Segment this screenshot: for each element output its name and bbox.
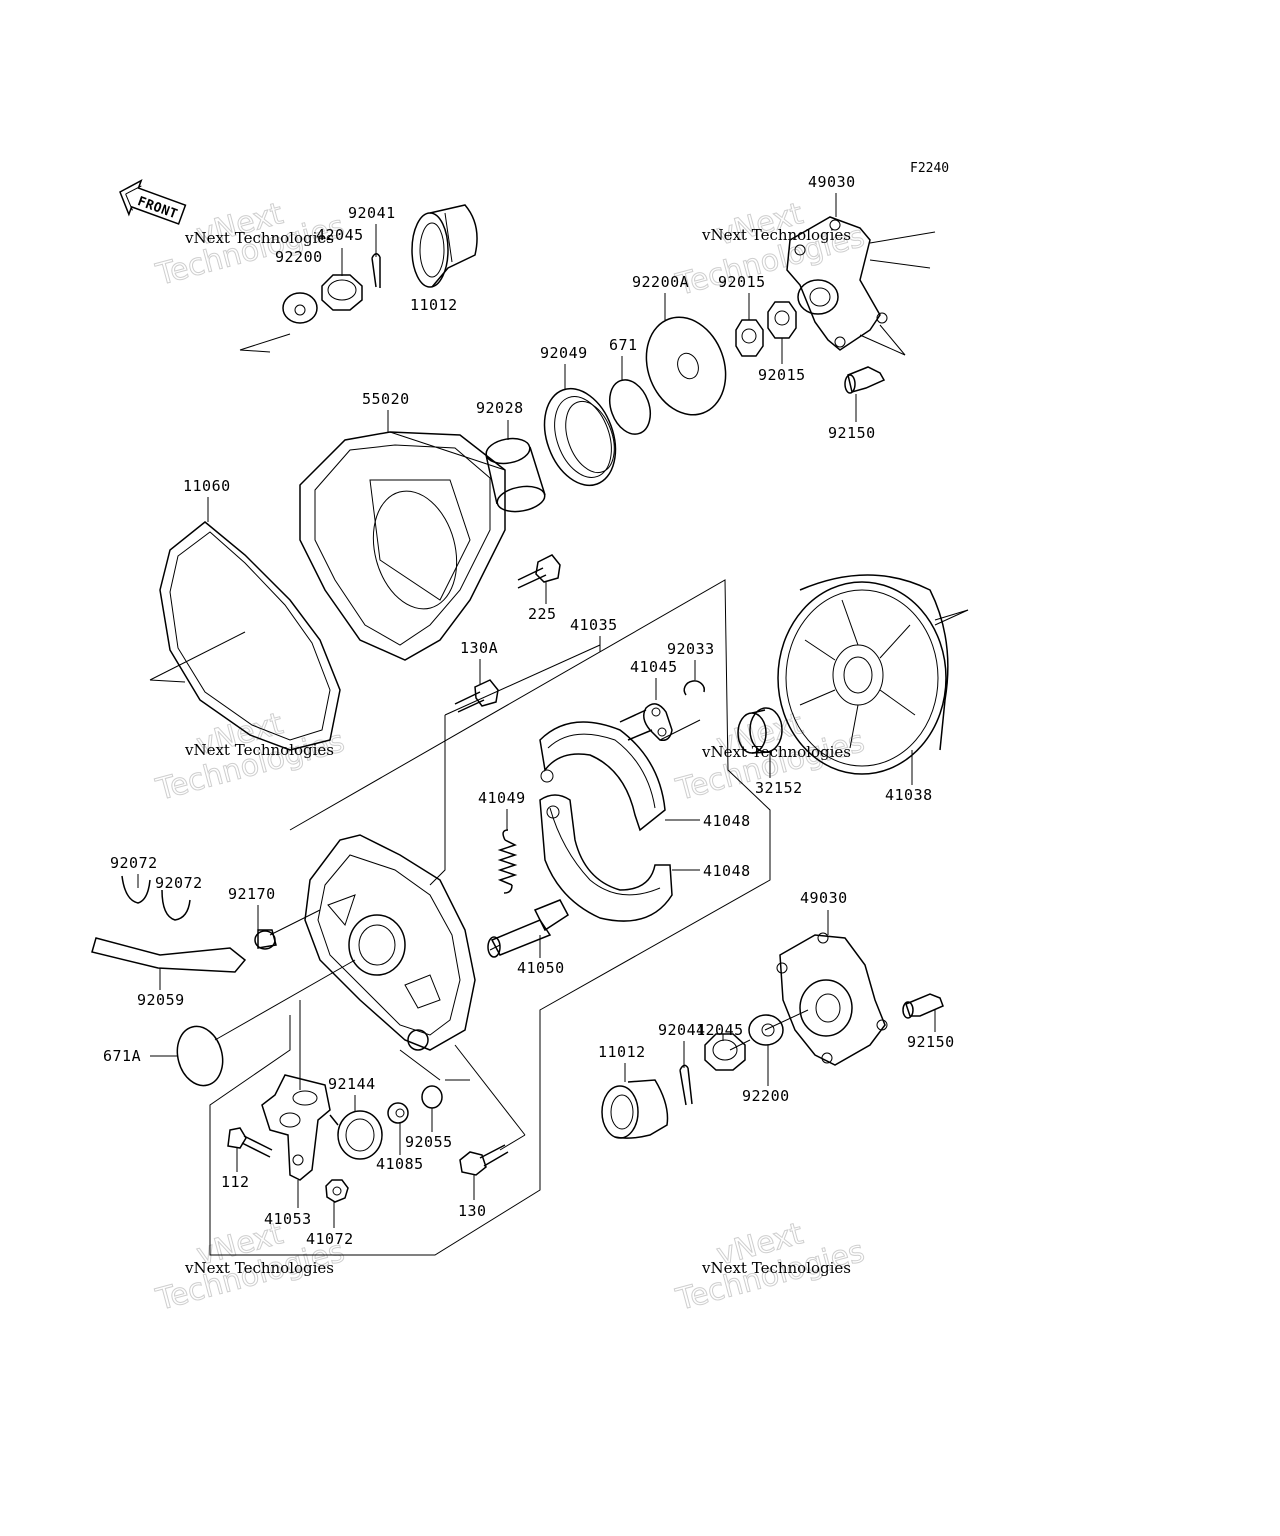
spring-92144 [329, 1110, 383, 1160]
o-ring-92055 [421, 1085, 443, 1109]
part-number: 41072 [306, 1230, 354, 1248]
part-number: 92200A [632, 273, 689, 291]
part-number: 41085 [376, 1155, 424, 1173]
part-number: 92200 [275, 248, 323, 266]
watermark-text: vNext Technologies [701, 226, 851, 244]
part-number: 92150 [828, 424, 876, 442]
spring-41049 [497, 829, 518, 894]
lever-41053 [261, 1074, 331, 1181]
top-left-axle-parts [239, 204, 478, 353]
part-number: 92059 [137, 991, 185, 1009]
part-number: 41050 [517, 959, 565, 977]
backing-plate [304, 834, 476, 1051]
part-number: 92041 [658, 1021, 706, 1039]
o-ring-671A [176, 1025, 224, 1087]
part-number: 11012 [598, 1043, 646, 1061]
brake-shoe-lower-41048 [539, 794, 673, 922]
seal-92049 [543, 387, 617, 487]
part-number: 92033 [667, 640, 715, 658]
part-number: 41048 [703, 862, 751, 880]
part-number: 11012 [410, 296, 458, 314]
collar-11012-lower [601, 1079, 669, 1139]
part-number: 225 [528, 605, 557, 623]
part-number: 49030 [800, 889, 848, 907]
part-number: 92055 [405, 1133, 453, 1151]
part-number: 92072 [110, 854, 158, 872]
watermark-group: vNext Technologies vNext Technologies vN… [152, 196, 869, 1319]
part-number: 130A [460, 639, 498, 657]
part-number: 92015 [758, 366, 806, 384]
part-number: 671A [103, 1047, 141, 1065]
part-number: 92072 [155, 874, 203, 892]
part-number: 112 [221, 1173, 250, 1191]
watermark-text: vNext Technologies [701, 743, 851, 761]
bolt-225 [517, 554, 561, 589]
part-number: 41053 [264, 1210, 312, 1228]
brake-drum-41038 [777, 574, 969, 775]
part-number: 130 [458, 1202, 487, 1220]
washer-92200A [645, 316, 727, 416]
part-number: 92150 [907, 1033, 955, 1051]
lower-hub-49030 [776, 932, 888, 1066]
watermark-text: vNext Technologies [701, 1259, 851, 1277]
watermark-text: vNext Technologies [184, 1259, 334, 1277]
watermark-text: vNext Technologies [184, 229, 334, 247]
part-number: 55020 [362, 390, 410, 408]
part-number: 92041 [348, 204, 396, 222]
gasket-11060 [149, 521, 341, 751]
clamps-92072 [121, 875, 191, 921]
clip-92033 [683, 680, 706, 696]
part-number: 11060 [183, 477, 231, 495]
part-number: 92170 [228, 885, 276, 903]
assembly-leader-lines [214, 719, 809, 1151]
bolt-130 [459, 1144, 509, 1176]
cover-55020 [299, 431, 506, 661]
stud-92150 [902, 993, 944, 1019]
nuts-92015 [735, 301, 797, 357]
bolt-130A [454, 679, 499, 713]
bolt-112 [227, 1127, 273, 1158]
part-number: 92028 [476, 399, 524, 417]
bearing-32152 [737, 707, 783, 754]
part-number: 92015 [718, 273, 766, 291]
washer-41085 [387, 1102, 409, 1124]
part-number: 42045 [696, 1021, 744, 1039]
washer-92200-lower [748, 1014, 784, 1046]
assembly-outline-41035 [209, 579, 771, 1256]
part-number: 49030 [808, 173, 856, 191]
part-number: 41048 [703, 812, 751, 830]
diagram-code: F2240 [910, 161, 949, 176]
part-number: 32152 [755, 779, 803, 797]
part-number: 92144 [328, 1075, 376, 1093]
link-41045 [619, 703, 673, 742]
nut-41072 [325, 1179, 349, 1203]
part-number: 92049 [540, 344, 588, 362]
o-ring-671 [608, 379, 652, 435]
part-number: 41038 [885, 786, 933, 804]
nut-42045-lower [704, 1033, 746, 1071]
part-number: 42045 [316, 226, 364, 244]
part-number: 671 [609, 336, 638, 354]
cam-41050 [487, 899, 569, 958]
top-right-hub [786, 216, 936, 394]
part-number: 41035 [570, 616, 618, 634]
watermark-text: vNext Technologies [184, 741, 334, 759]
front-arrow-icon: FRONT [119, 178, 187, 225]
cotter-pin-92041-lower [679, 1064, 693, 1106]
part-number: 41045 [630, 658, 678, 676]
hose-92059 [91, 937, 247, 973]
clamp-92170 [254, 929, 277, 950]
part-number: 41049 [478, 789, 526, 807]
bushing-92028 [485, 437, 546, 513]
brake-shoe-upper-41048 [539, 721, 666, 832]
part-number: 92200 [742, 1087, 790, 1105]
